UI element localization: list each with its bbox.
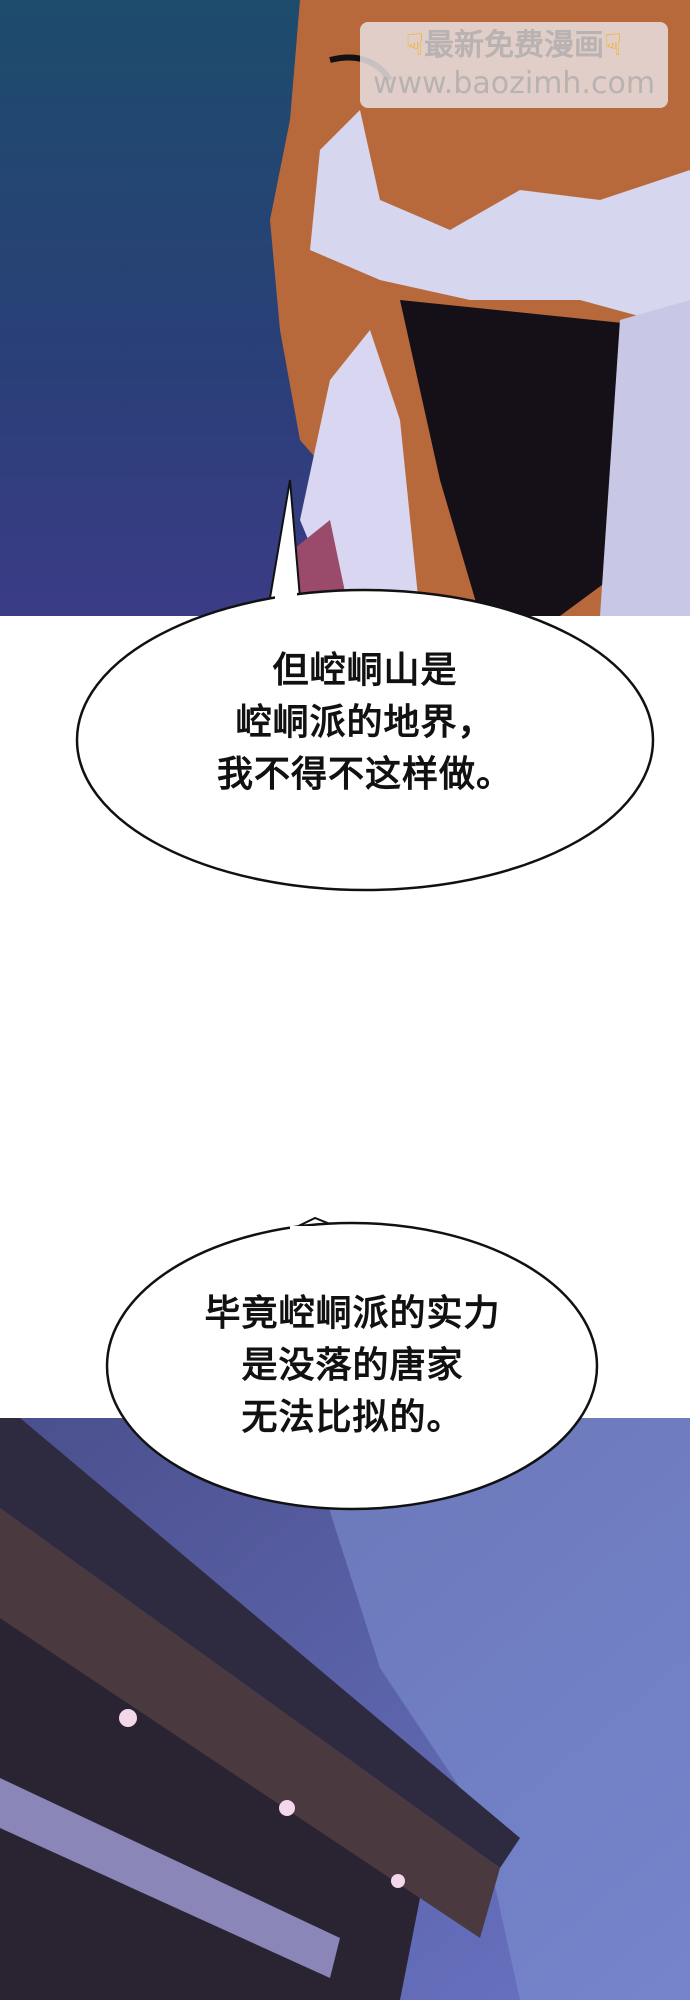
dialogue-line: 我不得不这样做。	[216, 754, 513, 795]
speech-bubble-1	[75, 479, 655, 892]
speech-bubble-2	[105, 1216, 599, 1511]
watermark-url: www.baozimh.com	[372, 66, 656, 101]
panel-palace-night	[0, 1418, 690, 2000]
watermark-title: 最新免费漫画	[424, 28, 604, 63]
dialogue-line: 无法比拟的。	[241, 1397, 464, 1438]
speech-bubble-2-text: 毕竟崆峒派的实力 是没落的唐家 无法比拟的。	[110, 1288, 595, 1444]
pointing-down-hand-icon: ☟	[405, 28, 424, 63]
dialogue-line: 是没落的唐家	[241, 1345, 464, 1386]
pointing-down-hand-icon: ☟	[604, 28, 623, 63]
dialogue-line: 崆峒派的地界，	[235, 702, 495, 743]
watermark: ☟最新免费漫画☟ www.baozimh.com	[360, 22, 668, 108]
dialogue-line: 但崆峒山是	[272, 650, 458, 691]
speech-bubble-1-text: 但崆峒山是 崆峒派的地界， 我不得不这样做。	[90, 645, 640, 801]
dialogue-line: 毕竟崆峒派的实力	[204, 1293, 501, 1334]
